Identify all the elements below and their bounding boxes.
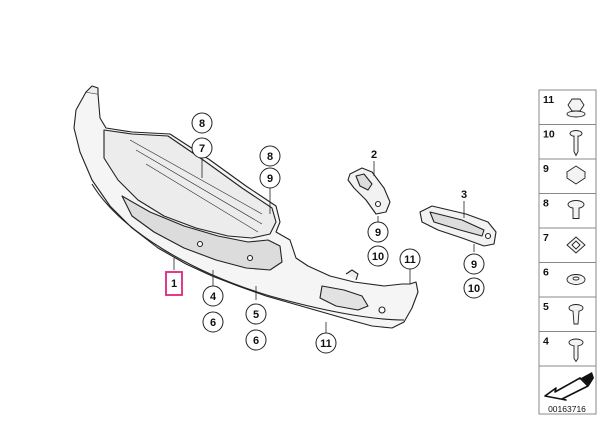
callout-number: 5: [253, 309, 259, 321]
callout-7[interactable]: 7: [191, 137, 213, 159]
legend-number: 4: [543, 336, 549, 348]
callout-circle: [367, 245, 389, 267]
bumper-cover-part[interactable]: [73, 85, 419, 329]
callout-5[interactable]: 5: [245, 303, 267, 325]
self-tapping-screw-icon: [569, 130, 583, 157]
callout-10[interactable]: 10: [463, 277, 485, 299]
callout-number: 2: [371, 149, 377, 161]
callout-9[interactable]: 9: [367, 221, 389, 243]
callout-number: 9: [375, 227, 381, 239]
legend-number: 8: [543, 198, 549, 210]
callout-circle: [202, 285, 224, 307]
callout-circle: [191, 137, 213, 159]
callout-9[interactable]: 9: [259, 167, 281, 189]
callout-1[interactable]: 1: [165, 271, 183, 296]
callout-6[interactable]: 6: [245, 329, 267, 351]
legend-cell-10[interactable]: 10: [539, 124, 596, 157]
callout-circle: [202, 311, 224, 333]
guide-bracket-left-part[interactable]: [347, 167, 391, 215]
callout-circle: [245, 303, 267, 325]
callout-11[interactable]: 11: [399, 248, 421, 270]
spring-screw-icon: [568, 338, 584, 363]
callout-number: 11: [404, 254, 416, 266]
legend-number: 5: [543, 301, 549, 313]
callout-circle: [245, 329, 267, 351]
view-direction-arrow-icon: [539, 365, 596, 401]
legend-cell-7[interactable]: 7: [539, 227, 596, 254]
callout-9[interactable]: 9: [463, 253, 485, 275]
document-number: 00163716: [548, 404, 586, 414]
legend-number: 11: [543, 94, 554, 106]
callout-number: 9: [471, 259, 477, 271]
callout-circle: [463, 253, 485, 275]
callout-4[interactable]: 4: [202, 285, 224, 307]
fastener-legend-panel: 11 10 9 8 7 6 5 4: [538, 89, 597, 415]
washer-icon: [566, 274, 586, 285]
callout-6[interactable]: 6: [202, 311, 224, 333]
callout-number: 10: [372, 251, 384, 263]
callout-circle: [259, 167, 281, 189]
callout-circle: [315, 332, 337, 354]
callout-11[interactable]: 11: [315, 332, 337, 354]
callout-number: 7: [199, 143, 205, 155]
callout-number: 11: [320, 338, 332, 350]
callout-number: 6: [253, 335, 259, 347]
legend-number: 9: [543, 163, 549, 175]
callout-number: 8: [267, 151, 273, 163]
callout-number: 10: [468, 283, 480, 295]
callout-number: 8: [199, 118, 205, 130]
push-rivet-icon: [567, 200, 585, 219]
legend-frame: [538, 89, 597, 415]
callout-3[interactable]: 3: [461, 189, 467, 201]
callout-circle: [367, 221, 389, 243]
legend-cell-4[interactable]: 4: [539, 331, 596, 363]
callout-circle: [463, 277, 485, 299]
callout-number: 3: [461, 189, 467, 201]
legend-cell-9[interactable]: 9: [539, 158, 596, 185]
callout-number: 9: [267, 173, 273, 185]
guide-bracket-right-part[interactable]: [419, 205, 497, 247]
callout-circle: [259, 145, 281, 167]
legend-cell-6[interactable]: 6: [539, 262, 596, 285]
callout-number: 6: [210, 317, 216, 329]
leader-lines: [173, 158, 475, 333]
selected-callout-box: [165, 271, 183, 296]
legend-number: 6: [543, 267, 549, 279]
hex-nut-icon: [566, 98, 586, 118]
legend-cell-11[interactable]: 11: [543, 94, 586, 118]
legend-cell-5[interactable]: 5: [539, 296, 596, 325]
callout-number: 1: [171, 278, 177, 290]
square-nut-icon: [566, 236, 586, 254]
callout-circle: [399, 248, 421, 270]
expanding-rivet-icon: [568, 304, 584, 325]
callout-2[interactable]: 2: [371, 149, 377, 161]
legend-number: 10: [543, 129, 555, 141]
clip-nut-icon: [566, 165, 586, 185]
callout-8[interactable]: 8: [191, 112, 213, 134]
callout-8[interactable]: 8: [259, 145, 281, 167]
callout-circle: [191, 112, 213, 134]
legend-number: 7: [543, 232, 549, 244]
legend-cell-8[interactable]: 8: [539, 193, 596, 219]
callout-10[interactable]: 10: [367, 245, 389, 267]
callout-number: 4: [210, 291, 217, 303]
